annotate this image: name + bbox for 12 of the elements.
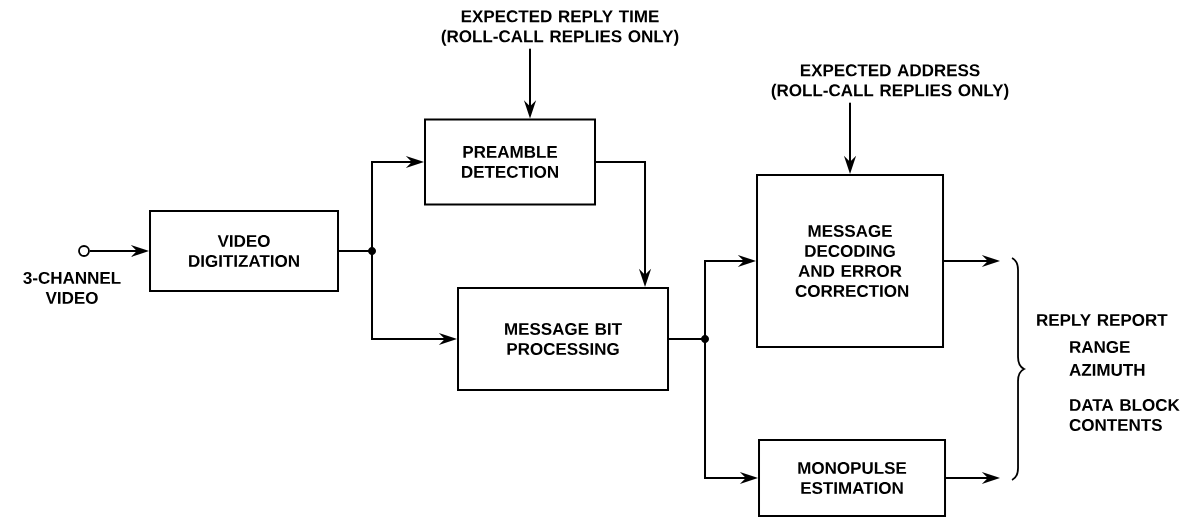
process-box: MONOPULSE ESTIMATION [758, 439, 946, 517]
process-box: MESSAGE DECODING AND ERROR CORRECTION [756, 174, 944, 348]
input-label: 3-CHANNEL VIDEO [23, 271, 121, 304]
input-label: EXPECTED REPLY TIME (ROLL-CALL REPLIES ONLY) [441, 10, 679, 46]
output-label: DATA BLOCK CONTENTS [1069, 399, 1180, 431]
output-label: RANGE [1070, 341, 1130, 353]
input-label: EXPECTED ADDRESS (ROLL-CALL REPLIES ONLY) [771, 64, 1009, 100]
output-label: REPLY REPORT [1037, 314, 1168, 326]
output-label: AZIMUTH [1069, 364, 1145, 376]
process-box: PREAMBLE DETECTION [424, 118, 596, 206]
process-box: MESSAGE BIT PROCESSING [457, 287, 669, 391]
process-box: VIDEO DIGITIZATION [149, 210, 339, 292]
